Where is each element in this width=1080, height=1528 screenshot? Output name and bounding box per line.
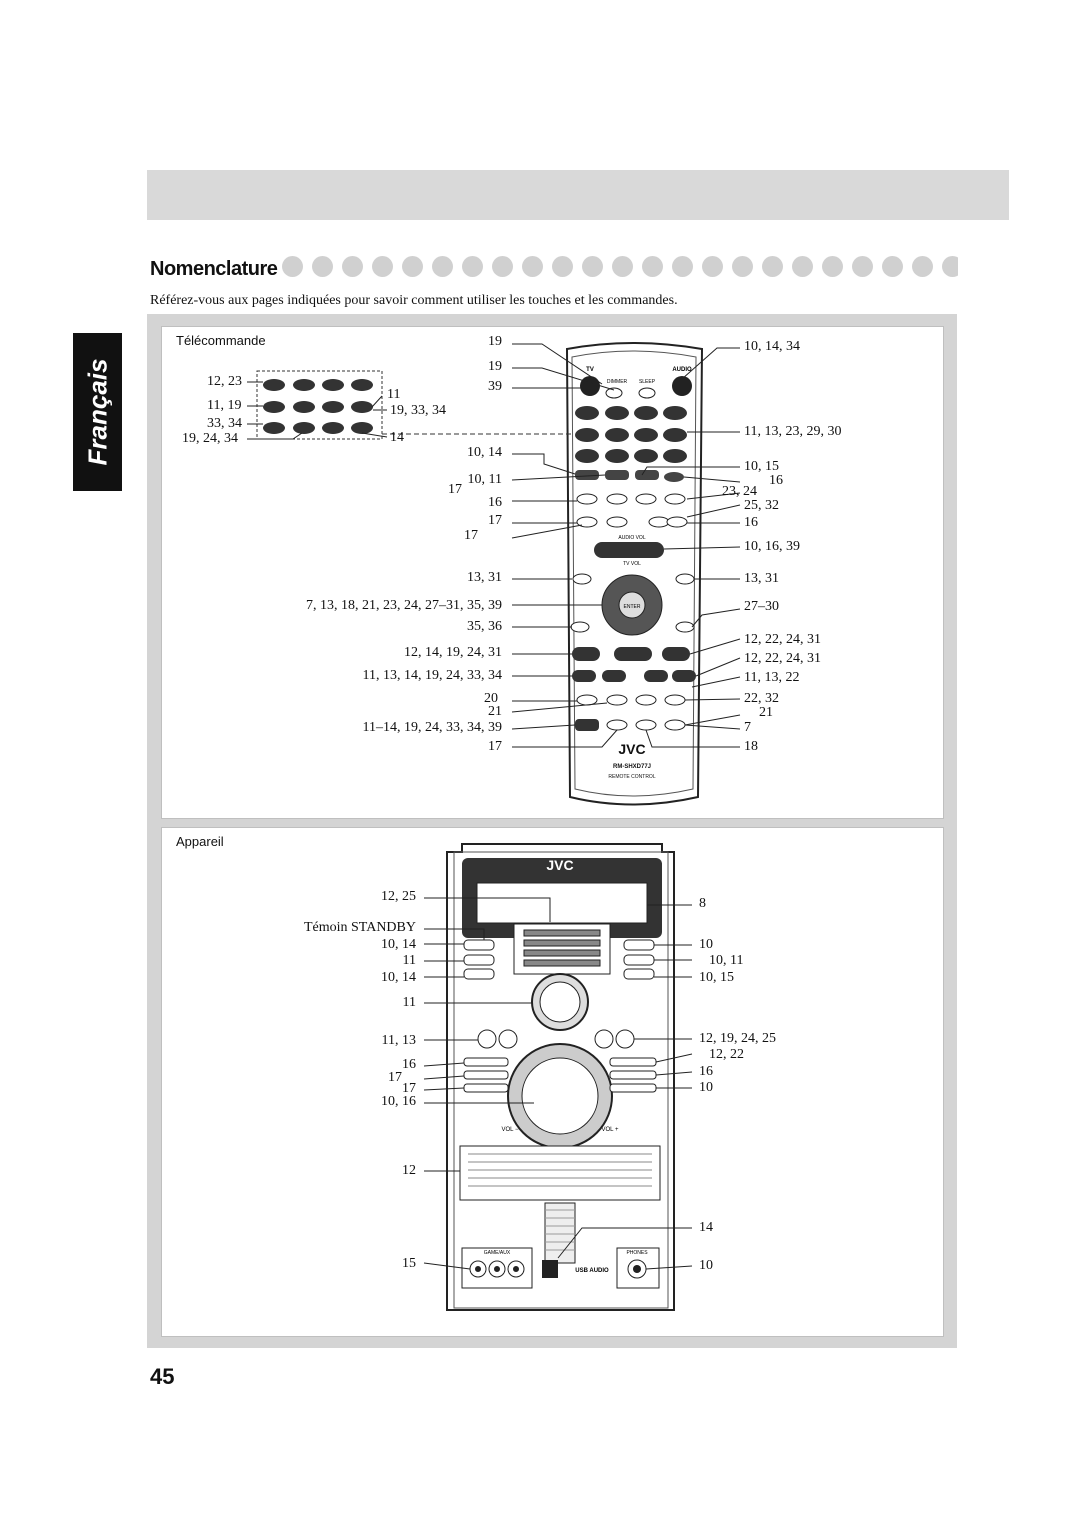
remote-callout: 21: [759, 705, 773, 720]
remote-callout: 39: [488, 379, 502, 394]
remote-callout: 16: [769, 473, 783, 488]
remote-inset-callout: 11: [387, 387, 401, 402]
unit-callout: 10, 11: [709, 953, 744, 968]
unit-callout: 12, 19, 24, 25: [699, 1031, 776, 1046]
remote-callout: 17: [448, 482, 462, 497]
remote-callout: 12, 14, 19, 24, 31: [404, 645, 502, 660]
remote-sleep-label: SLEEP: [639, 379, 656, 385]
remote-callout: 22, 32: [744, 691, 779, 706]
remote-inset-callout: 33, 34: [207, 416, 242, 431]
remote-callout: 19: [488, 334, 502, 349]
remote-tv-label: TV: [586, 367, 594, 373]
unit-callout: 10, 15: [699, 970, 734, 985]
remote-callout: 12, 22, 24, 31: [744, 632, 821, 647]
unit-callout: 10, 16: [381, 1094, 416, 1109]
remote-dimmer-label: DIMMER: [607, 379, 628, 385]
remote-inset-callout: 19, 24, 34: [182, 431, 238, 446]
unit-callout: 12, 22: [709, 1047, 744, 1062]
remote-callout: 10, 11: [467, 472, 502, 487]
unit-panel: Appareil: [161, 827, 944, 1337]
remote-callout: 7, 13, 18, 21, 23, 24, 27–31, 35, 39: [306, 598, 502, 613]
remote-inset-callout: 19, 33, 34: [390, 403, 446, 418]
remote-tv-vol-label: TV VOL: [623, 561, 641, 567]
remote-callout: 21: [488, 704, 502, 719]
remote-inset-callout: 14: [390, 430, 404, 445]
title-dot-rule: [282, 256, 958, 282]
unit-callout: 14: [699, 1220, 713, 1235]
remote-callout: 18: [744, 739, 758, 754]
remote-panel-label: Télécommande: [176, 333, 266, 348]
remote-audio-vol-label: AUDIO VOL: [618, 535, 645, 541]
unit-callout: 16: [402, 1057, 416, 1072]
remote-shift-label: SHIFT: [580, 714, 594, 720]
remote-callout: 11, 13, 14, 19, 24, 33, 34: [362, 668, 502, 683]
unit-callout: 12: [402, 1163, 416, 1178]
remote-callout: 19: [488, 359, 502, 374]
unit-callout: 10: [699, 1080, 713, 1095]
remote-callout: 11–14, 19, 24, 33, 34, 39: [362, 720, 502, 735]
remote-callout: 17: [488, 739, 502, 754]
unit-panel-label: Appareil: [176, 834, 224, 849]
unit-callout: 11, 13: [381, 1033, 416, 1048]
unit-illustration: JVC VOL − VOL + GAME/AUX USB AUDIO PHONE…: [423, 843, 693, 1311]
remote-callout: 16: [488, 495, 502, 510]
unit-phones-label: PHONES: [626, 1250, 648, 1256]
remote-callout: 25, 32: [744, 498, 779, 513]
unit-game-aux-label: GAME/AUX: [484, 1250, 511, 1256]
remote-inset-callout: 11, 19: [207, 398, 242, 413]
unit-callout: 10, 14: [381, 937, 416, 952]
remote-illustration: JVC RM-SHXD77J REMOTE CONTROL TV AUDIO D…: [247, 342, 741, 806]
section-title: Nomenclature: [150, 258, 278, 280]
page-number: 45: [150, 1364, 175, 1389]
remote-callout: 11, 13, 23, 29, 30: [744, 424, 842, 439]
remote-callout: 17: [488, 513, 502, 528]
remote-callout: 10, 14: [467, 445, 502, 460]
unit-callout: 10, 14: [381, 970, 416, 985]
header-band: [147, 170, 1009, 220]
remote-callout: 7: [744, 720, 751, 735]
unit-callout: 15: [402, 1256, 416, 1271]
unit-callout: 11: [402, 953, 416, 968]
unit-callout: 12, 25: [381, 889, 416, 904]
unit-callout: 17: [402, 1081, 416, 1096]
remote-enter-label: ENTER: [624, 604, 641, 610]
unit-standby-callout: Témoin STANDBY: [303, 920, 416, 935]
remote-callout: 13, 31: [467, 570, 502, 585]
unit-callout: 11: [402, 995, 416, 1010]
unit-callout: 16: [699, 1064, 713, 1079]
remote-panel: Télécommande: [161, 326, 944, 819]
remote-callout: 20: [484, 691, 498, 706]
remote-callout: 16: [744, 515, 758, 530]
unit-callout: 10: [699, 1258, 713, 1273]
unit-vol-minus-label: VOL −: [502, 1127, 519, 1133]
language-tab: Français: [73, 333, 122, 491]
unit-usb-audio-label: USB AUDIO: [575, 1268, 609, 1274]
unit-vol-plus-label: VOL +: [602, 1127, 619, 1133]
remote-audio-label: AUDIO: [672, 367, 692, 373]
remote-callout: 27–30: [744, 599, 779, 614]
intro-text: Référez-vous aux pages indiquées pour sa…: [150, 293, 678, 308]
unit-callout: 17: [388, 1070, 402, 1085]
remote-brand: JVC: [618, 741, 645, 757]
remote-model-sub: REMOTE CONTROL: [608, 774, 655, 780]
unit-callout: 10: [699, 937, 713, 952]
remote-model: RM-SHXD77J: [613, 764, 651, 770]
remote-inset-callout: 12, 23: [207, 374, 242, 389]
unit-brand: JVC: [546, 857, 573, 873]
remote-callout: 17: [464, 528, 478, 543]
remote-callout: 12, 22, 24, 31: [744, 651, 821, 666]
unit-callout: 8: [699, 896, 706, 911]
remote-callout: 10, 14, 34: [744, 339, 800, 354]
remote-callout: 10, 16, 39: [744, 539, 800, 554]
remote-callout: 23, 24: [722, 484, 757, 499]
remote-callout: 13, 31: [744, 571, 779, 586]
remote-callout: 11, 13, 22: [744, 670, 800, 685]
remote-callout: 10, 15: [744, 459, 779, 474]
language-tab-label: Français: [82, 358, 112, 466]
remote-callout: 35, 36: [467, 619, 502, 634]
